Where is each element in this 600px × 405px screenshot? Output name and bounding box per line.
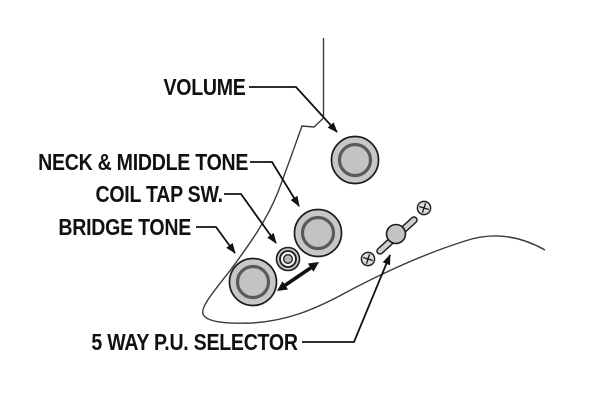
neck-middle-tone-label: NECK & MIDDLE TONE <box>37 149 248 175</box>
screw-icon <box>416 200 432 216</box>
double-arrow-icon <box>277 262 319 291</box>
coil-tap-switch-label: COIL TAP SW. <box>95 181 224 207</box>
volume-pointer-line <box>249 86 338 133</box>
bridge-tone-knob <box>228 257 278 307</box>
coil-tap-switch-knob <box>275 246 301 272</box>
bridge-tone-label: BRIDGE TONE <box>58 214 191 240</box>
neck-middle-tone-pointer-line <box>250 161 300 207</box>
coil-tap-pointer-line <box>224 193 277 244</box>
volume-knob <box>330 135 380 185</box>
screw-icon <box>360 251 376 267</box>
guitar-body-outline <box>202 38 546 324</box>
bridge-tone-pointer-line <box>196 226 236 254</box>
volume-label: VOLUME <box>163 74 246 100</box>
pickup-selector-switch <box>376 216 418 255</box>
selector-pointer-line <box>302 254 391 343</box>
neck-middle-tone-knob <box>293 208 343 258</box>
pickup-selector-label: 5 WAY P.U. SELECTOR <box>91 329 299 355</box>
